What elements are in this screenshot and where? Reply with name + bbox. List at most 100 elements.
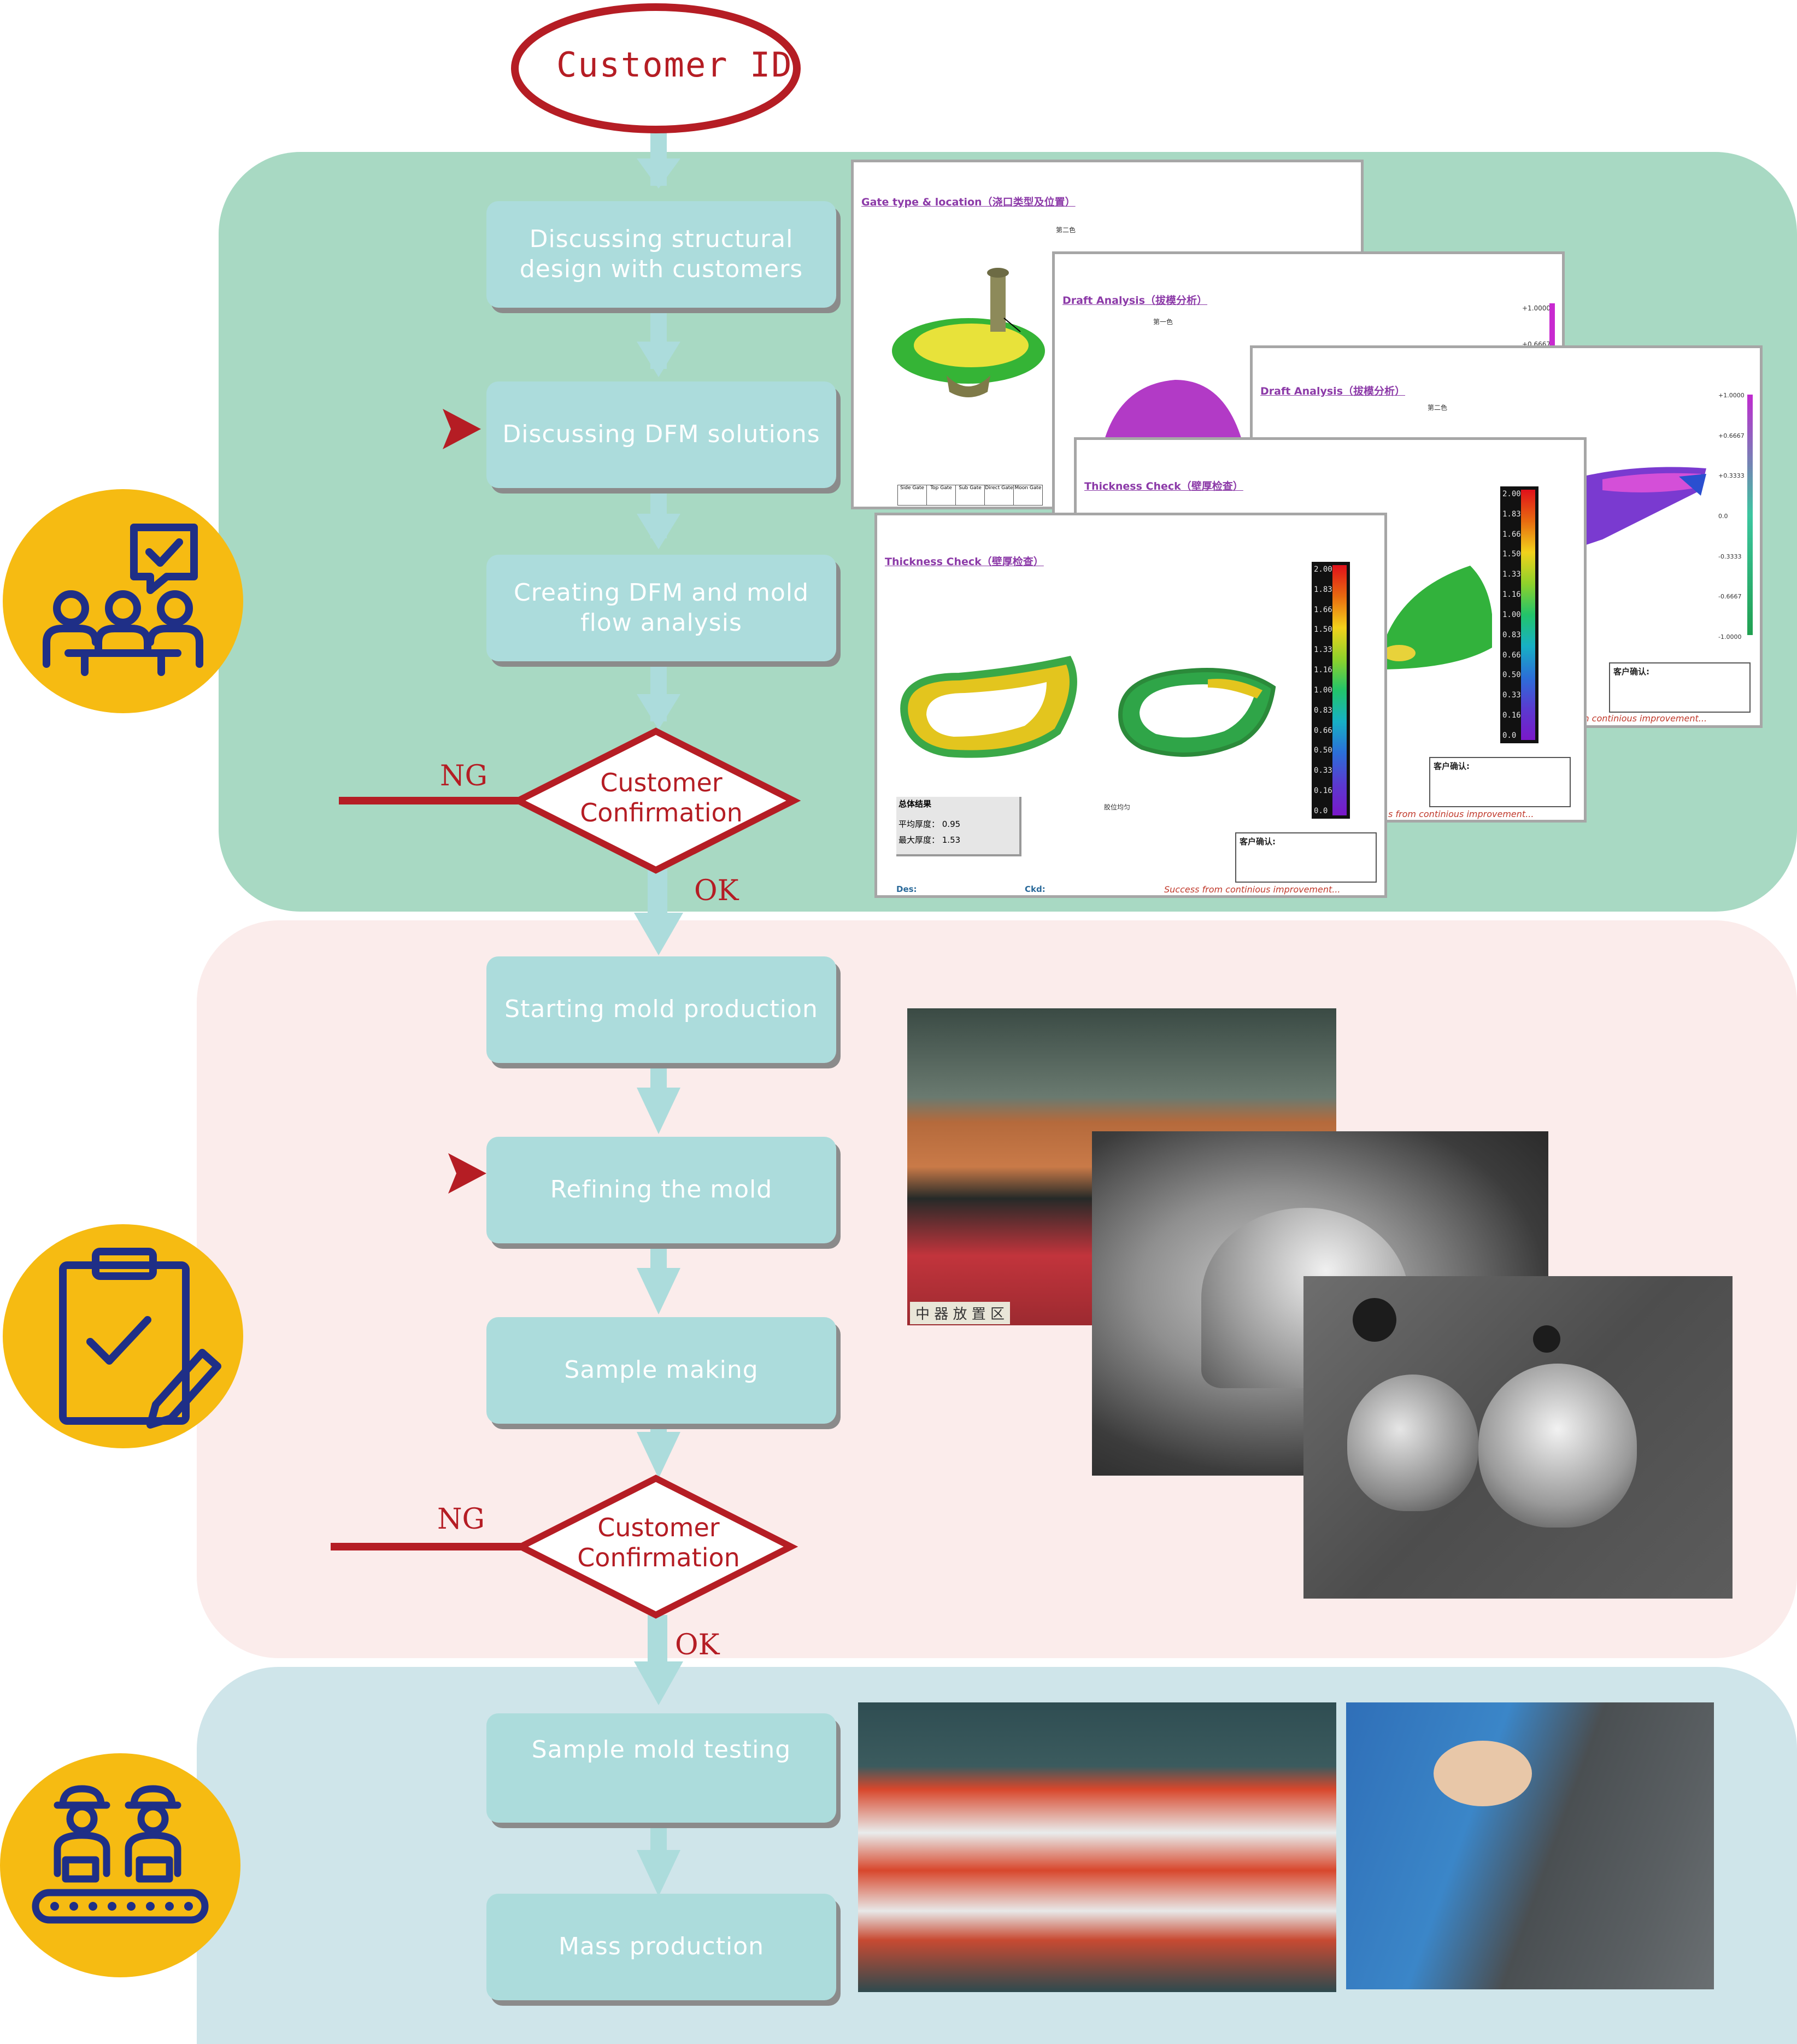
- photo-packed-products: [858, 1702, 1336, 1992]
- draft2-scale-strip: [1747, 395, 1753, 635]
- thick2-ring-render-2: [1118, 668, 1276, 757]
- step-refining-mold[interactable]: Refining the mold: [486, 1137, 836, 1243]
- scale-tick: 1.500: [1502, 550, 1526, 559]
- gate-type-cell: Direct Gate: [985, 485, 1014, 505]
- gate-type-cell: Top Gate: [927, 485, 956, 505]
- scale-label: -0.3333: [1718, 553, 1742, 560]
- scale-label: 0.0: [1718, 512, 1728, 520]
- doc-thickness-check-2: Thickness Check（壁厚检查） 2.000 1.833 1.667 1.5…: [874, 513, 1387, 898]
- confirm-label: 客户确认:: [1434, 761, 1470, 771]
- step-sample-making[interactable]: Sample making: [486, 1317, 836, 1424]
- thick2-summary-box: 总体结果 平均厚度： 0.95 最大厚度： 1.53: [896, 797, 1021, 856]
- arrowhead-9: [634, 1661, 683, 1705]
- summary-title: 总体结果: [898, 799, 932, 809]
- design-ng-tag: NG: [440, 760, 488, 792]
- customer-id-label: Customer ID: [556, 45, 793, 85]
- summary-max: 最大厚度： 1.53: [898, 835, 961, 845]
- scale-label: +0.6667: [1718, 432, 1745, 439]
- thick2-ring-render-1: [900, 655, 1077, 758]
- thick2-des-label: Des:: [896, 884, 917, 894]
- step-dfm-solutions[interactable]: Discussing DFM solutions: [486, 381, 836, 488]
- gate-types-table: Side Gate Top Gate Sub Gate Direct Gate …: [897, 485, 1043, 506]
- clipboard-checklist-icon-circle: [3, 1224, 243, 1448]
- cavity-right: [1478, 1364, 1637, 1528]
- scale-tick: 2.000: [1502, 490, 1526, 498]
- scale-tick: 2.000: [1314, 565, 1337, 574]
- step-dfm-mold-flow[interactable]: Creating DFM and mold flow analysis: [486, 555, 836, 661]
- factory-workers-icon-circle: [0, 1753, 240, 1977]
- scale-tick: 1.667: [1502, 530, 1526, 539]
- draft2-scale-labels: +1.0000 +0.6667 +0.3333 0.0 -0.3333 -0.6…: [1718, 392, 1745, 641]
- doc-thick2-title: Thickness Check（壁厚检查）: [885, 556, 1044, 568]
- arrowhead-2: [637, 342, 680, 377]
- scale-label: -1.0000: [1718, 633, 1742, 641]
- team-meeting-icon-circle: [3, 489, 243, 713]
- doc-gate-sub: 第二色: [1056, 226, 1076, 234]
- scale-tick: 1.500: [1314, 625, 1337, 635]
- confirm-label: 客户确认:: [1613, 667, 1649, 677]
- design-ok-tag: OK: [694, 874, 739, 907]
- photo-worker-assembly: [1346, 1702, 1714, 1989]
- design-decision-diamond: [510, 727, 801, 874]
- arrowhead-1: [637, 158, 680, 189]
- cavity-left: [1347, 1375, 1478, 1511]
- scale-label: -0.6667: [1718, 593, 1742, 601]
- scale-tick: 1.167: [1314, 666, 1337, 675]
- draft2-part-render: [1570, 467, 1706, 550]
- scale-tick: 0.0: [1502, 731, 1517, 740]
- mold-ng-arrowhead: [448, 1153, 486, 1194]
- summary-avg: 平均厚度： 0.95: [898, 819, 961, 829]
- draft2-confirm-box: 客户确认:: [1609, 662, 1751, 713]
- arrowhead-7: [637, 1268, 680, 1314]
- draft1-scale-strip: [1549, 303, 1555, 353]
- scale-tick: 1.833: [1502, 509, 1526, 519]
- arrowhead-8: [637, 1432, 680, 1478]
- draft2-footer: m continious improvement...: [1581, 713, 1707, 724]
- mold-ok-tag: OK: [675, 1629, 720, 1661]
- scale-tick: 1.833: [1314, 585, 1337, 594]
- scale-label: +0.3333: [1718, 472, 1745, 480]
- cavity-hole-1: [1353, 1298, 1396, 1342]
- thick2-footer: Success from continious improvement...: [1164, 884, 1341, 895]
- step-structural-design[interactable]: Discussing structural design with custom…: [486, 201, 836, 308]
- gate-type-cell: Side Gate: [898, 485, 927, 505]
- doc-draft1-scale-top: +1.0000: [1522, 304, 1551, 312]
- customer-id-oval: [511, 3, 801, 133]
- mold-ng-tag: NG: [437, 1503, 485, 1536]
- arrowhead-3: [637, 514, 680, 549]
- scale-tick: 1.333: [1314, 645, 1337, 655]
- doc-draft2-title: Draft Analysis（拔模分析）: [1260, 385, 1406, 397]
- team-meeting-icon: [43, 524, 203, 676]
- step-sample-mold-testing[interactable]: Sample mold testing: [486, 1713, 836, 1823]
- design-decision-label: Customer Confirmation: [580, 768, 743, 828]
- doc-gate-title: Gate type & location（浇口类型及位置）: [861, 196, 1076, 208]
- doc-draft1-sub: 第一色: [1153, 318, 1173, 326]
- scale-tick: 0.0: [1314, 806, 1328, 815]
- arrowhead-4: [637, 694, 680, 730]
- thick2-confirm-box: 客户确认:: [1235, 832, 1377, 883]
- thick2-ckd-label: Ckd:: [1025, 884, 1046, 894]
- scale-label: +1.0000: [1718, 392, 1745, 399]
- gate-type-cell: Sub Gate: [956, 485, 985, 505]
- factory-workers-icon: [32, 1785, 209, 1924]
- doc-draft2-sub: 第二色: [1428, 404, 1448, 412]
- thick1-part-render: [1377, 566, 1492, 669]
- cavity-hole-2: [1533, 1325, 1560, 1353]
- rack-sign: 中 器 放 置 区: [910, 1302, 1011, 1324]
- step-mold-production[interactable]: Starting mold production: [486, 956, 836, 1063]
- gate-type-cell: Moon Gate: [1014, 485, 1042, 491]
- scale-tick: 1.667: [1314, 605, 1337, 614]
- thick2-note: 胶位均匀: [1104, 803, 1131, 811]
- scale-tick: 1.000: [1502, 610, 1526, 619]
- clipboard-checklist-icon: [59, 1248, 221, 1429]
- step-mass-production[interactable]: Mass production: [486, 1894, 836, 2000]
- thick1-confirm-box: 客户确认:: [1429, 757, 1571, 807]
- arrowhead-5: [634, 913, 683, 955]
- photo-mold-cavity: [1303, 1276, 1733, 1599]
- doc-draft1-title: Draft Analysis（拔模分析）: [1062, 295, 1208, 307]
- confirm-label: 客户确认:: [1240, 837, 1276, 847]
- scale-tick: 1.333: [1502, 570, 1526, 579]
- scale-tick: 1.000: [1314, 685, 1337, 695]
- arrowhead-10: [637, 1850, 680, 1896]
